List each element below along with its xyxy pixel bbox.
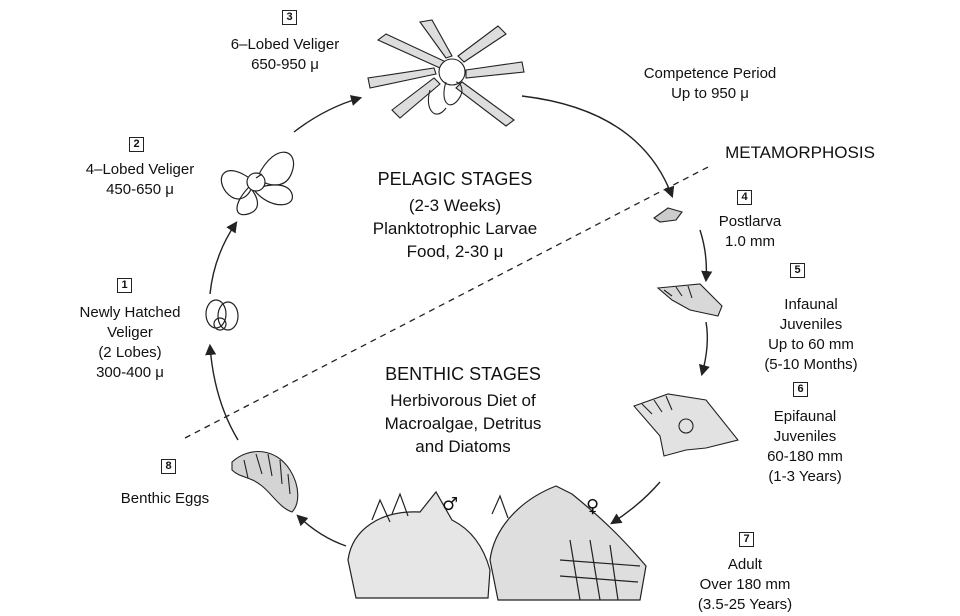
arrow-4-to-5 [699, 229, 713, 283]
stage-3-label: 6–Lobed Veliger 650-950 μ [230, 36, 340, 73]
stage-1-label: Newly Hatched Veliger (2 Lobes) 300-400 … [79, 304, 181, 381]
stage-4-number: 4 [737, 190, 752, 205]
pelagic-stages-detail: (2-3 Weeks) Planktotrophic Larvae Food, … [372, 196, 538, 261]
epifaunal-juvenile-illustration [633, 393, 739, 457]
female-symbol-icon: ♀ [586, 496, 600, 517]
benthic-stages-title: BENTHIC STAGES [385, 364, 541, 384]
infaunal-juvenile-illustration [656, 283, 723, 317]
stage-2-number: 2 [129, 137, 144, 152]
stage-6-number: 6 [793, 382, 808, 397]
arrow-3-to-4 [521, 95, 675, 199]
metamorphosis-label: METAMORPHOSIS [725, 143, 875, 162]
arrow-8-to-1 [205, 343, 239, 441]
benthic-eggs-illustration [231, 450, 299, 513]
stage-5-label: Infaunal Juveniles Up to 60 mm (5-10 Mon… [764, 296, 858, 373]
arrow-1-to-2 [209, 221, 238, 295]
postlarva-illustration [653, 207, 683, 223]
pelagic-stages-title: PELAGIC STAGES [377, 169, 533, 189]
stage-6-label: Epifaunal Juveniles 60-180 mm (1-3 Years… [767, 408, 843, 485]
stage-2-label: 4–Lobed Veliger 450-650 μ [85, 161, 195, 198]
veliger-6-lobes-illustration [367, 19, 525, 127]
stage-4-label: Postlarva 1.0 mm [718, 213, 782, 250]
veliger-4-lobes-illustration [220, 151, 295, 216]
stage-5-number: 5 [790, 263, 805, 278]
male-symbol-icon: ♂ [442, 494, 459, 515]
stage-3-number: 3 [282, 10, 297, 25]
stage-8-number: 8 [161, 459, 176, 474]
adult-pair-illustration [347, 485, 647, 601]
stage-8-label: Benthic Eggs [120, 490, 210, 507]
stage-7-label: Adult Over 180 mm (3.5-25 Years) [697, 556, 793, 613]
competence-period-label: Competence Period Up to 950 μ [643, 65, 777, 102]
arrow-7-to-8 [296, 514, 347, 547]
benthic-stages-detail: Herbivorous Diet of Macroalgae, Detritus… [384, 391, 542, 456]
arrow-2-to-3 [293, 95, 363, 133]
stage-7-number: 7 [739, 532, 754, 547]
veliger-2-lobes-illustration [205, 299, 239, 331]
arrow-5-to-6 [698, 321, 710, 377]
arrow-6-to-7 [610, 481, 661, 525]
stage-1-number: 1 [117, 278, 132, 293]
